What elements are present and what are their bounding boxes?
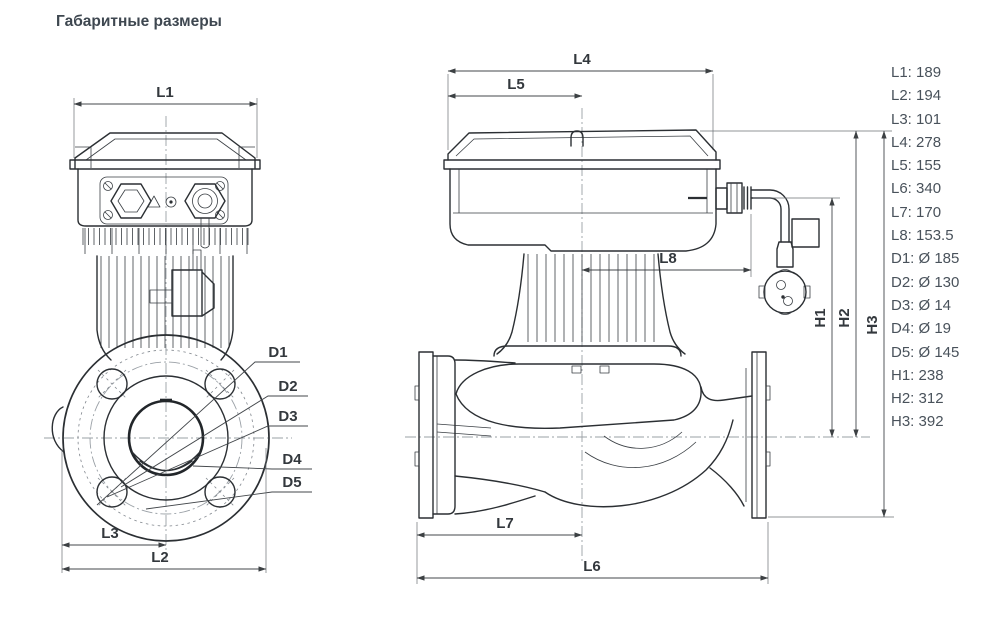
terminal-box-cover-plate — [99, 176, 229, 225]
dim-label-l4: L4 — [573, 51, 591, 68]
legend-item: L7: 170 — [891, 203, 942, 221]
legend-item: D1: Ø 185 — [891, 250, 960, 268]
dim-label-l6: L6 — [583, 558, 601, 575]
dim-label-l7: L7 — [496, 515, 514, 532]
volute-edge-bulge — [51, 406, 65, 453]
dimension-l3: L3 — [61, 450, 167, 573]
dimension-l7: L7 — [416, 515, 583, 584]
dimension-l1: L1 — [73, 84, 258, 158]
cable-gland-right — [184, 183, 226, 249]
legend-item: L6: 340 — [891, 180, 942, 198]
volute-scroll-arc — [544, 419, 734, 508]
bolt-circle — [89, 361, 243, 515]
dimension-h2: H2 — [700, 130, 892, 438]
flange-outer-circle — [62, 334, 270, 542]
cable-clip-box — [791, 218, 820, 248]
dim-label-l1: L1 — [156, 84, 174, 101]
dim-label-l3: L3 — [101, 525, 119, 542]
terminal-box-front — [69, 132, 261, 254]
diameter-callouts: D1 D2 D3 D4 D5 — [96, 344, 312, 510]
legend-item: D5: Ø 145 — [891, 343, 960, 361]
dimension-h3: H3 — [768, 130, 894, 518]
dimension-l4: L4 — [447, 51, 714, 150]
legend-item: D2: Ø 130 — [891, 273, 960, 291]
warning-triangle-icon — [147, 195, 161, 208]
power-plug — [758, 241, 811, 315]
dimensions-legend: L1: 189 L2: 194 L3: 101 L4: 278 L5: 155 … — [891, 61, 959, 434]
plug-pin-hole — [776, 280, 786, 290]
dim-label-l8: L8 — [659, 250, 677, 267]
terminal-connector — [149, 249, 215, 317]
pump-flange-front: D1 D2 D3 D4 D5 — [51, 334, 312, 542]
legend-item: L5: 155 — [891, 157, 942, 175]
flange-dotted-circle — [77, 349, 255, 527]
legend-item: L8: 153.5 — [891, 227, 954, 245]
legend-item: D3: Ø 14 — [891, 296, 952, 314]
legend-item: L3: 101 — [891, 110, 942, 128]
pump-head-casing — [455, 363, 702, 430]
legend-item: H2: 312 — [891, 390, 944, 408]
dimension-l6: L6 — [416, 522, 769, 584]
dimension-l2: L2 — [61, 448, 267, 573]
raised-face-circle — [103, 375, 229, 501]
legend-item: H1: 238 — [891, 366, 944, 384]
legend-item: L2: 194 — [891, 87, 942, 105]
legend-item: D4: Ø 19 — [891, 320, 952, 338]
plug-pin-hole — [783, 296, 793, 306]
dimension-l5: L5 — [447, 76, 583, 99]
dim-label-d5: D5 — [282, 474, 301, 491]
dim-label-l2: L2 — [151, 549, 169, 566]
dim-label-d1: D1 — [268, 344, 287, 361]
power-cable — [750, 189, 820, 248]
suction-flange — [414, 351, 456, 519]
pump-volute-side — [414, 351, 771, 519]
dim-label-d4: D4 — [282, 451, 302, 468]
dim-label-h1: H1 — [812, 308, 829, 327]
lifting-lug — [570, 130, 584, 147]
page-title: Габаритные размеры — [56, 13, 222, 30]
dim-label-h3: H3 — [864, 315, 881, 334]
dimension-h1: H1 — [753, 197, 840, 438]
legend-item: L1: 189 — [891, 64, 942, 81]
front-view-drawing: L1 — [44, 84, 312, 573]
box-bottom-comb — [82, 228, 249, 245]
dim-label-d3: D3 — [278, 408, 297, 425]
side-view-drawing: L4 L5 — [405, 51, 894, 584]
dim-label-h2: H2 — [836, 308, 853, 327]
motor-fins-side — [493, 253, 686, 374]
ground-symbol — [165, 196, 177, 208]
discharge-flange — [745, 351, 771, 519]
legend-item: L4: 278 — [891, 133, 942, 151]
dim-label-d2: D2 — [278, 378, 297, 395]
legend-item: H3: 392 — [891, 413, 944, 431]
motor-fins-front — [96, 249, 234, 361]
dim-label-l5: L5 — [507, 76, 525, 93]
cable-gland-side — [715, 182, 752, 214]
dimension-l8: L8 — [581, 214, 752, 277]
cable-gland-left — [110, 183, 152, 219]
terminal-box-side — [443, 129, 721, 252]
